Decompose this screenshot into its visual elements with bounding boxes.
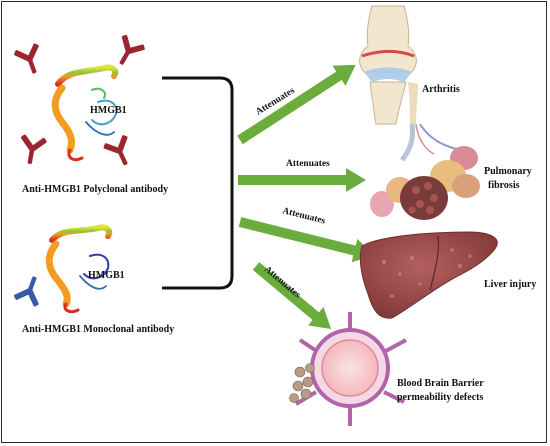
y-antibody-icon: [12, 41, 48, 78]
y-antibody-icon: [12, 272, 48, 309]
outcome-pulmonary: Pulmonary: [484, 166, 532, 177]
polyclonal-antibodies: [12, 32, 148, 171]
protein-ribbon-icon: [45, 224, 113, 314]
arrow-to-arthritis: [237, 64, 356, 145]
outcome-fibrosis: fibrosis: [488, 180, 520, 191]
monoclonal-antibody: [12, 272, 48, 309]
liver-icon: [359, 231, 498, 319]
blood-vessel-icon: [289, 312, 407, 426]
outcome-arthritis: Arthritis: [422, 84, 460, 95]
y-antibody-icon: [16, 133, 48, 167]
arrow-label-liver: Attenuates: [281, 206, 326, 226]
outcome-bbb-line2: permeability defects: [397, 392, 483, 403]
bracket-connector: [162, 76, 234, 290]
attenuation-arrows: [237, 64, 374, 329]
monoclonal-antibody-label: Anti-HMGB1 Monoclonal antibody: [22, 324, 174, 335]
protein-label-1: HMGB1: [90, 105, 127, 116]
lung-alveoli-icon: [370, 123, 480, 220]
protein-label-2: HMGB1: [88, 270, 125, 281]
y-antibody-icon: [101, 133, 139, 171]
knee-joint-icon: [359, 5, 418, 125]
polyclonal-antibody-label: Anti-HMGB1 Polyclonal antibody: [22, 184, 168, 195]
outcome-liver-injury: Liver injury: [484, 279, 536, 290]
y-antibody-icon: [109, 32, 148, 71]
arrow-to-bbb: [252, 262, 332, 329]
arrow-to-lung: [238, 168, 366, 192]
protein-ribbon-icon: [51, 64, 119, 162]
outcome-bbb-line1: Blood Brain Barrier: [397, 378, 484, 389]
arrow-label-lung: Attenuates: [286, 159, 330, 169]
